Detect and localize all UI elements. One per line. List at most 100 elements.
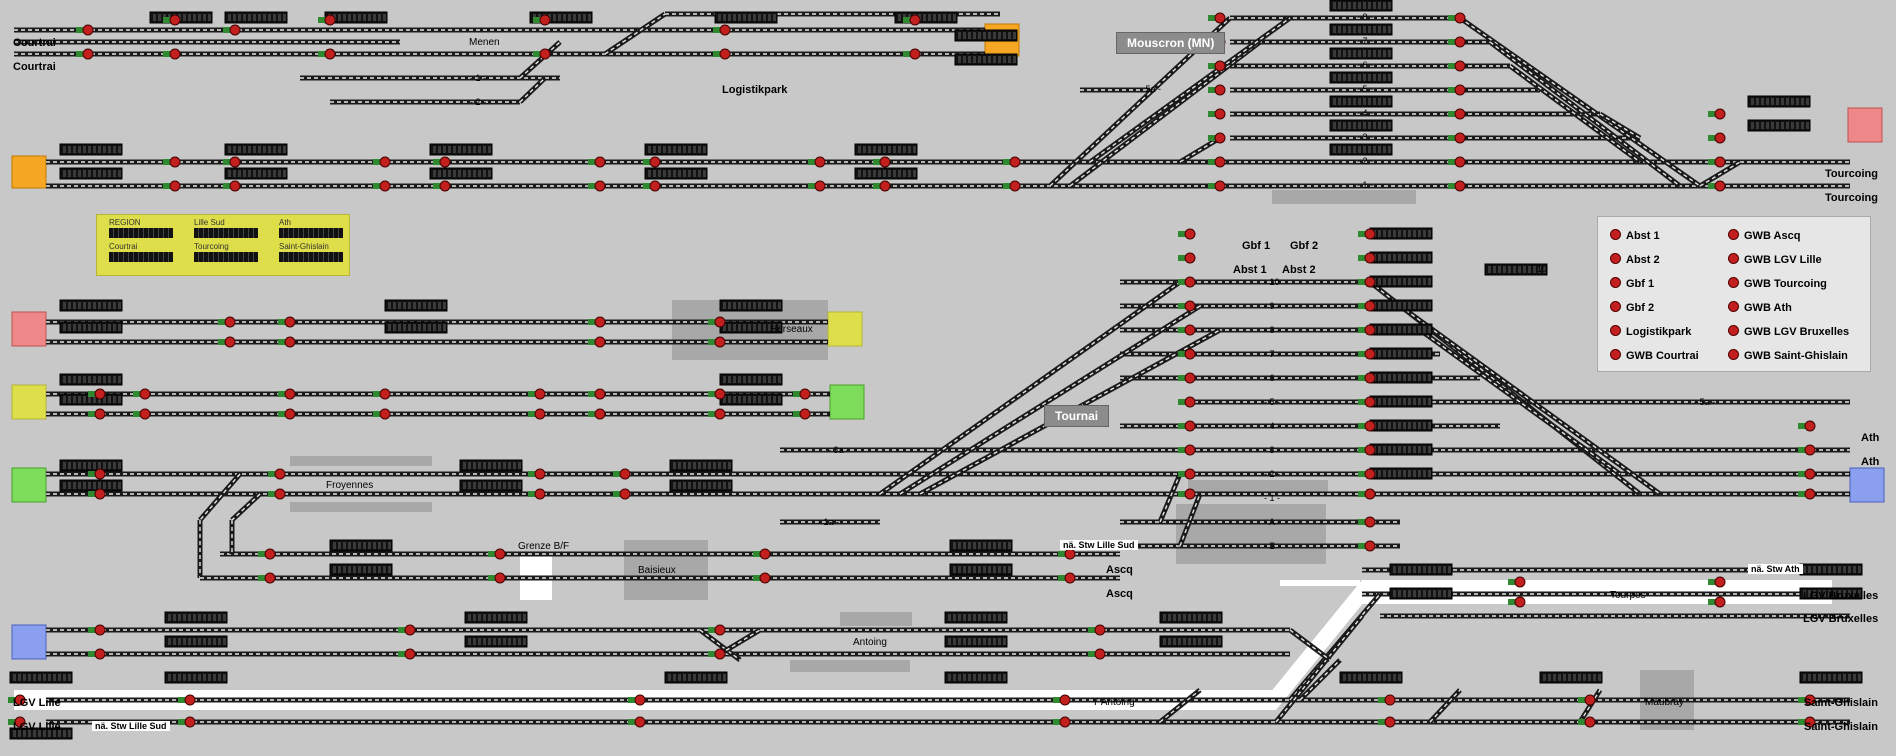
- end-na-stw-lille-sud-bottom[interactable]: nä. Stw Lille Sud: [92, 721, 170, 731]
- legend-logistikpark[interactable]: Logistikpark: [1610, 325, 1691, 338]
- signal-icon[interactable]: [163, 48, 181, 60]
- signal-icon[interactable]: [133, 388, 151, 400]
- signal-icon[interactable]: [1448, 84, 1466, 96]
- signal-icon[interactable]: [433, 156, 451, 168]
- signal-icon[interactable]: [708, 408, 726, 420]
- signal-icon[interactable]: [488, 572, 506, 584]
- legend-gbf1[interactable]: Gbf 1: [1610, 277, 1654, 290]
- signal-icon[interactable]: [588, 156, 606, 168]
- signal-icon[interactable]: [613, 468, 631, 480]
- signal-icon[interactable]: [1508, 596, 1526, 608]
- signal-icon[interactable]: [1358, 516, 1376, 528]
- signal-icon[interactable]: [278, 336, 296, 348]
- end-block-green-left[interactable]: [11, 467, 47, 503]
- signal-icon[interactable]: [178, 694, 196, 706]
- signal-icon[interactable]: [1798, 716, 1816, 728]
- signal-icon[interactable]: [398, 624, 416, 636]
- end-na-stw-lille-sud-top[interactable]: nä. Stw Lille Sud: [1060, 540, 1138, 550]
- end-saint-ghislain-1[interactable]: Saint-Ghislain: [1804, 697, 1878, 709]
- signal-icon[interactable]: [76, 24, 94, 36]
- signal-icon[interactable]: [1378, 716, 1396, 728]
- signal-icon[interactable]: [588, 408, 606, 420]
- signal-icon[interactable]: [713, 24, 731, 36]
- signal-icon[interactable]: [433, 180, 451, 192]
- signal-icon[interactable]: [88, 388, 106, 400]
- signal-icon[interactable]: [1178, 228, 1196, 240]
- end-block-ath-blue[interactable]: [1849, 467, 1885, 503]
- end-courtrai-1[interactable]: Courtrai: [13, 37, 56, 49]
- signal-icon[interactable]: [1448, 156, 1466, 168]
- signal-icon[interactable]: [528, 388, 546, 400]
- end-ascq-2[interactable]: Ascq: [1106, 588, 1133, 600]
- end-lgv-bruxelles-1[interactable]: LGV Bruxelles: [1803, 590, 1879, 602]
- signal-icon[interactable]: [76, 48, 94, 60]
- signal-icon[interactable]: [258, 572, 276, 584]
- signal-icon[interactable]: [1448, 180, 1466, 192]
- signal-icon[interactable]: [1448, 36, 1466, 48]
- legend-gwb-lgv-bruxelles[interactable]: GWB LGV Bruxelles: [1728, 325, 1849, 338]
- signal-icon[interactable]: [1358, 420, 1376, 432]
- legend-gwb-lgv-lille[interactable]: GWB LGV Lille: [1728, 253, 1822, 266]
- end-ascq-1[interactable]: Ascq: [1106, 564, 1133, 576]
- signal-icon[interactable]: [1208, 132, 1226, 144]
- signal-icon[interactable]: [628, 694, 646, 706]
- legend-gbf2[interactable]: Gbf 2: [1610, 301, 1654, 314]
- signal-icon[interactable]: [1178, 252, 1196, 264]
- end-saint-ghislain-2[interactable]: Saint-Ghislain: [1804, 721, 1878, 733]
- signal-icon[interactable]: [1708, 596, 1726, 608]
- signal-icon[interactable]: [1798, 694, 1816, 706]
- signal-icon[interactable]: [1708, 132, 1726, 144]
- signal-icon[interactable]: [268, 468, 286, 480]
- signal-icon[interactable]: [1448, 132, 1466, 144]
- end-lgv-lille-1[interactable]: LGV Lille: [13, 697, 61, 709]
- signal-icon[interactable]: [1208, 60, 1226, 72]
- signal-icon[interactable]: [318, 14, 336, 26]
- signal-icon[interactable]: [163, 156, 181, 168]
- end-ath-1[interactable]: Ath: [1861, 432, 1880, 444]
- signal-icon[interactable]: [133, 408, 151, 420]
- signal-icon[interactable]: [1058, 548, 1076, 560]
- signal-icon[interactable]: [1208, 84, 1226, 96]
- signal-icon[interactable]: [1448, 12, 1466, 24]
- signal-icon[interactable]: [1088, 624, 1106, 636]
- signal-icon[interactable]: [1798, 420, 1816, 432]
- legend-gwb-saint-ghislain[interactable]: GWB Saint-Ghislain: [1728, 349, 1848, 362]
- signal-icon[interactable]: [528, 408, 546, 420]
- signal-icon[interactable]: [88, 624, 106, 636]
- signal-icon[interactable]: [1178, 348, 1196, 360]
- signal-icon[interactable]: [1508, 576, 1526, 588]
- signal-icon[interactable]: [1208, 180, 1226, 192]
- signal-icon[interactable]: [1358, 372, 1376, 384]
- signal-icon[interactable]: [1178, 300, 1196, 312]
- signal-icon[interactable]: [1578, 694, 1596, 706]
- signal-icon[interactable]: [1798, 488, 1816, 500]
- signal-icon[interactable]: [753, 548, 771, 560]
- end-lgv-bruxelles-2[interactable]: LGV Bruxelles: [1803, 613, 1879, 625]
- signal-icon[interactable]: [1358, 488, 1376, 500]
- signal-icon[interactable]: [218, 336, 236, 348]
- signal-icon[interactable]: [223, 24, 241, 36]
- signal-icon[interactable]: [1208, 156, 1226, 168]
- signal-icon[interactable]: [398, 648, 416, 660]
- signal-icon[interactable]: [1358, 300, 1376, 312]
- signal-icon[interactable]: [1578, 716, 1596, 728]
- signal-icon[interactable]: [1003, 180, 1021, 192]
- end-block-herseaux-yellow[interactable]: [827, 311, 863, 347]
- end-ath-2[interactable]: Ath: [1861, 456, 1880, 468]
- end-na-stw-ath[interactable]: nä. Stw Ath: [1748, 564, 1803, 574]
- signal-icon[interactable]: [708, 388, 726, 400]
- signal-icon[interactable]: [163, 180, 181, 192]
- signal-icon[interactable]: [373, 388, 391, 400]
- signal-icon[interactable]: [278, 388, 296, 400]
- signal-icon[interactable]: [1708, 180, 1726, 192]
- signal-icon[interactable]: [588, 180, 606, 192]
- signal-icon[interactable]: [903, 14, 921, 26]
- signal-icon[interactable]: [373, 408, 391, 420]
- signal-icon[interactable]: [628, 716, 646, 728]
- signal-icon[interactable]: [88, 468, 106, 480]
- signal-icon[interactable]: [1358, 276, 1376, 288]
- signal-icon[interactable]: [88, 488, 106, 500]
- signal-icon[interactable]: [808, 156, 826, 168]
- signal-icon[interactable]: [533, 14, 551, 26]
- signal-icon[interactable]: [1448, 108, 1466, 120]
